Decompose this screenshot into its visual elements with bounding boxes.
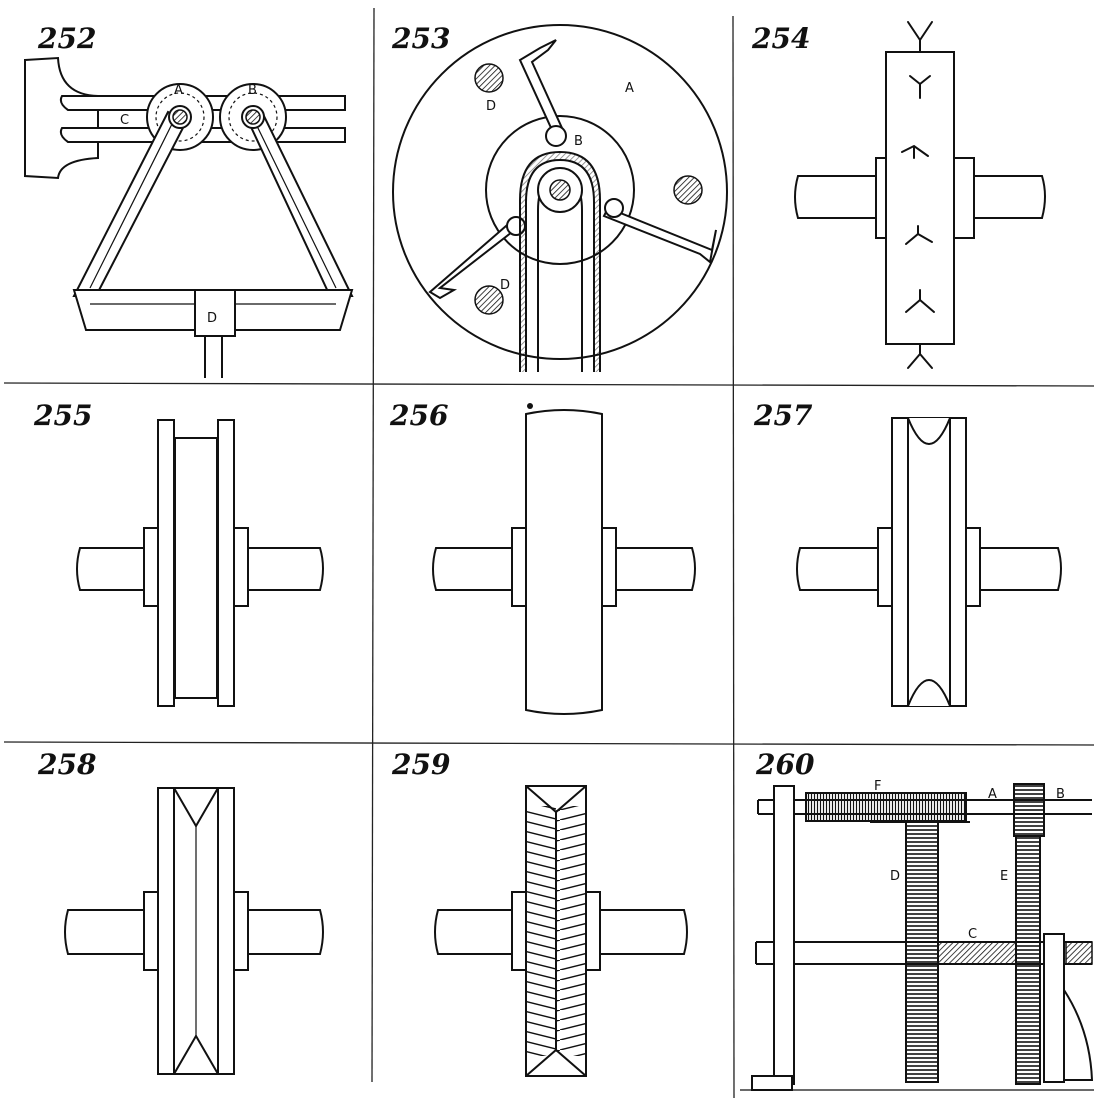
figure-260: 260 F A B D E C	[740, 748, 1094, 1091]
label-260-d: D	[890, 869, 900, 884]
label-253-d-upper: D	[486, 99, 496, 114]
figure-253: 253 A B D D	[391, 22, 728, 372]
label-252-d: D	[207, 311, 217, 326]
figure-252: 252 A B C D	[24, 22, 354, 378]
label-260-b: B	[1056, 787, 1065, 802]
panel-grid	[3, 7, 1094, 1099]
figure-257: 257	[753, 399, 1062, 707]
label-253-a: A	[625, 81, 634, 96]
label-253-d-lower: D	[500, 278, 510, 293]
figure-258: 258	[37, 748, 324, 1075]
label-252-c: C	[120, 113, 129, 128]
figure-255: 255	[33, 399, 324, 707]
figure-254: 254	[751, 21, 1046, 369]
figure-number-258: 258	[37, 748, 96, 781]
label-252-a: A	[174, 83, 183, 98]
figure-256: 256	[389, 399, 696, 715]
figure-number-254: 254	[751, 22, 810, 55]
figure-259: 259	[391, 748, 688, 1077]
label-260-f: F	[874, 779, 881, 794]
figure-number-252: 252	[37, 22, 96, 55]
figure-number-253: 253	[391, 22, 450, 55]
figure-number-255: 255	[33, 399, 92, 432]
figure-number-260: 260	[755, 748, 815, 781]
label-252-b: B	[248, 83, 257, 98]
label-260-a: A	[988, 787, 997, 802]
label-253-b: B	[574, 134, 583, 149]
figure-number-256: 256	[389, 399, 448, 432]
figure-number-259: 259	[391, 748, 450, 781]
label-260-c: C	[968, 927, 977, 942]
figure-number-257: 257	[753, 399, 813, 432]
label-260-e: E	[1000, 869, 1008, 884]
